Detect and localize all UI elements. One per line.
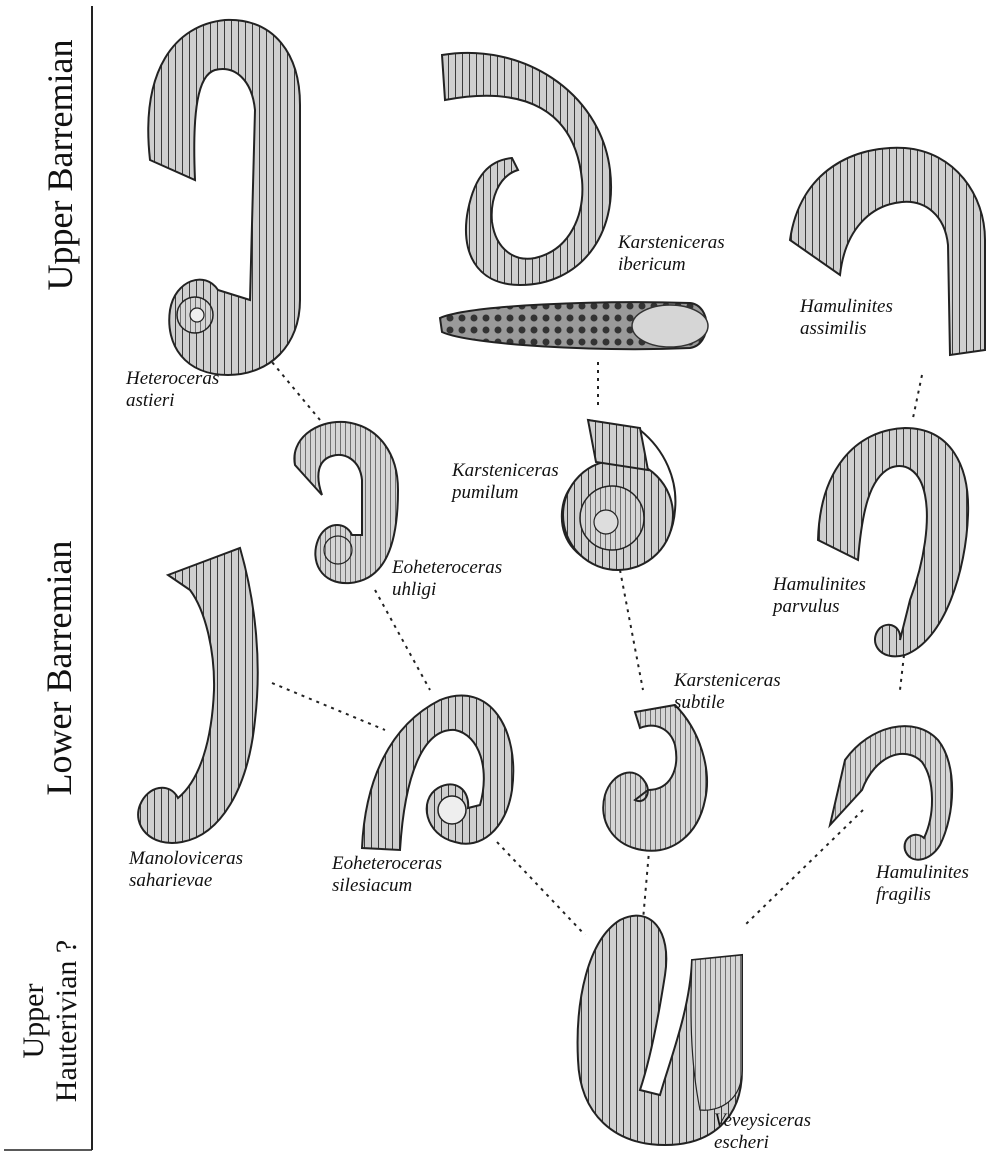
epithet: uhligi <box>392 579 502 601</box>
genus: Eoheteroceras <box>392 557 502 579</box>
connector-uhligi-silesiacum <box>375 590 430 690</box>
genus: Manoloviceras <box>129 848 243 870</box>
label-eoheteroceras-silesiacum: Eoheteroceras silesiacum <box>332 853 442 897</box>
connector-fragilis-escheri <box>745 810 863 925</box>
epithet: astieri <box>126 390 219 412</box>
stage-label-upper-barremian: Upper Barremian <box>42 35 78 295</box>
label-veveysiceras-escheri: Veveysiceras escheri <box>714 1110 811 1154</box>
epithet: ibericum <box>618 254 725 276</box>
label-manoloviceras-saharievae: Manoloviceras saharievae <box>129 848 243 892</box>
shell-hamulinites-fragilis <box>830 726 952 860</box>
epithet: silesiacum <box>332 875 442 897</box>
epithet: fragilis <box>876 884 969 906</box>
genus: Karsteniceras <box>452 460 559 482</box>
shell-eoheteroceras-silesiacum <box>362 696 513 850</box>
epithet: pumilum <box>452 482 559 504</box>
connector-assimilis-parvulus <box>913 375 922 418</box>
shell-manoloviceras-saharievae <box>138 548 258 843</box>
shell-karsteniceras-pumilum <box>562 420 676 570</box>
shell-eoheteroceras-uhligi <box>294 422 398 583</box>
genus: Hamulinites <box>876 862 969 884</box>
shell-karsteniceras-subtile <box>603 705 707 851</box>
stage-label-lower-barremian: Lower Barremian <box>41 513 77 823</box>
label-heteroceras-astieri: Heteroceras astieri <box>126 368 219 412</box>
connector-parvulus-fragilis <box>900 655 904 690</box>
label-karsteniceras-ibericum: Karsteniceras ibericum <box>618 232 725 276</box>
genus: Eoheteroceras <box>332 853 442 875</box>
shell-heteroceras-astieri <box>148 20 300 375</box>
label-hamulinites-fragilis: Hamulinites fragilis <box>876 862 969 906</box>
label-eoheteroceras-uhligi: Eoheteroceras uhligi <box>392 557 502 601</box>
label-hamulinites-assimilis: Hamulinites assimilis <box>800 296 893 340</box>
epithet: escheri <box>714 1132 811 1154</box>
connector-pumilum-subtile <box>620 570 643 690</box>
shell-hamulinites-parvulus <box>818 428 968 656</box>
genus: Heteroceras <box>126 368 219 390</box>
label-karsteniceras-subtile: Karsteniceras subtile <box>674 670 781 714</box>
epithet: saharievae <box>129 870 243 892</box>
genus: Karsteniceras <box>674 670 781 692</box>
stage-label-upper-hauterivian-line1: Upper <box>19 956 49 1086</box>
epithet: subtile <box>674 692 781 714</box>
genus: Hamulinites <box>800 296 893 318</box>
epithet: assimilis <box>800 318 893 340</box>
label-hamulinites-parvulus: Hamulinites parvulus <box>773 574 866 618</box>
connector-saharievae-silesiacum <box>272 683 385 730</box>
stage-label-upper-hauterivian-line2: Hauterivian ? <box>52 926 82 1116</box>
label-karsteniceras-pumilum: Karsteniceras pumilum <box>452 460 559 504</box>
genus: Karsteniceras <box>618 232 725 254</box>
genus: Veveysiceras <box>714 1110 811 1132</box>
genus: Hamulinites <box>773 574 866 596</box>
connector-silesiacum-escheri <box>497 842 585 935</box>
shell-karsteniceras-ibericum <box>440 53 708 349</box>
epithet: parvulus <box>773 596 866 618</box>
connector-subtile-escheri <box>643 840 650 920</box>
